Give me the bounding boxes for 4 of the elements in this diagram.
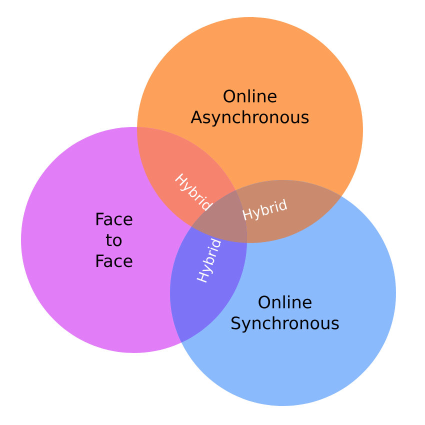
circle-label: Online Synchronous	[232, 295, 339, 333]
region-label: Hybrid	[242, 198, 288, 220]
circle-label: Online Asynchronous	[190, 89, 309, 127]
circle-label: Face to Face	[96, 212, 132, 268]
